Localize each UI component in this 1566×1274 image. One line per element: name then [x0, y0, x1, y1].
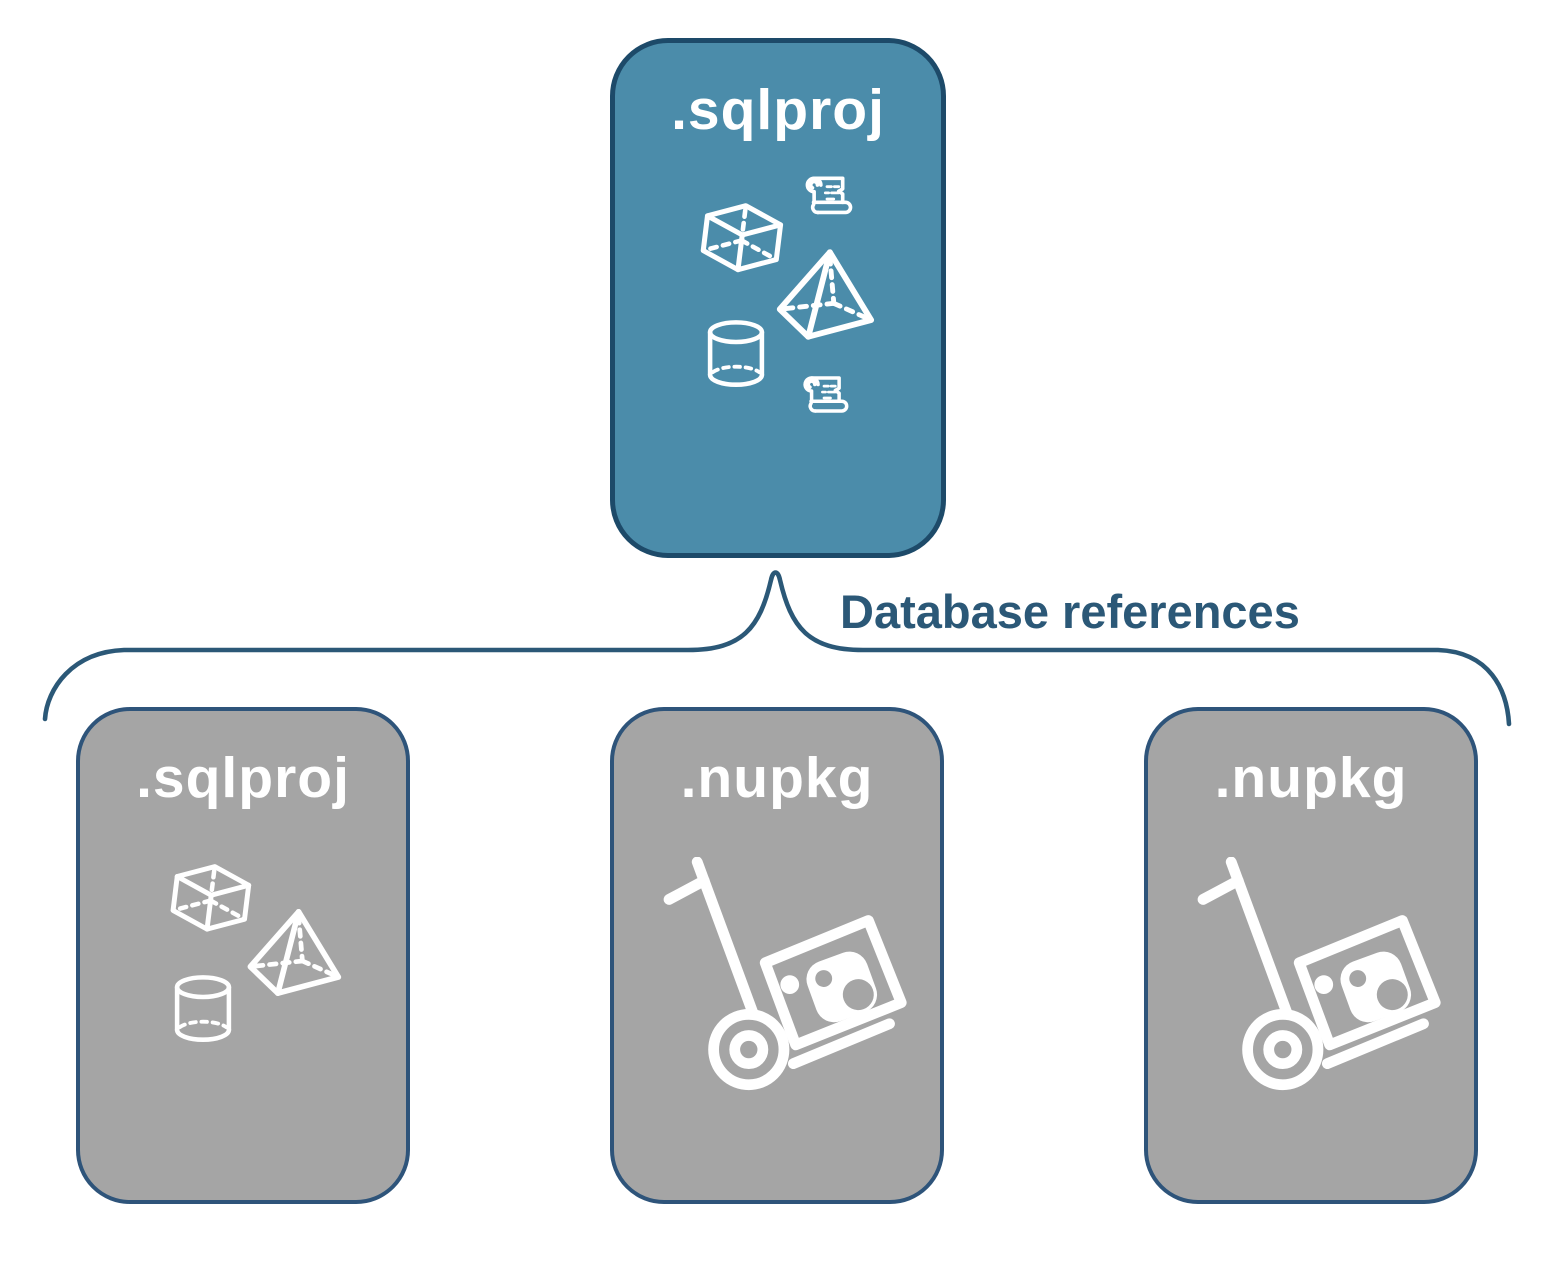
node-child-nupkg-2: .nupkg [1144, 707, 1478, 1204]
child-node-label: .nupkg [680, 746, 874, 810]
nuget-package-handtruck-icon [1196, 857, 1454, 1092]
root-node-label: .sqlproj [671, 78, 885, 142]
child-node-label: .sqlproj [136, 746, 350, 810]
node-root-sqlproj: .sqlproj [610, 38, 946, 558]
connector-label: Database references [840, 585, 1300, 638]
pyramid-icon [769, 247, 877, 341]
pyramid-icon [240, 907, 344, 997]
cylinder-icon [168, 972, 238, 1050]
node-child-sqlproj: .sqlproj [76, 707, 410, 1204]
nuget-package-handtruck-icon [662, 857, 920, 1092]
cylinder-icon [701, 317, 771, 395]
node-child-nupkg-1: .nupkg [610, 707, 944, 1204]
scroll-icon [797, 371, 851, 425]
child-node-label: .nupkg [1214, 746, 1408, 810]
scroll-icon [799, 171, 855, 227]
